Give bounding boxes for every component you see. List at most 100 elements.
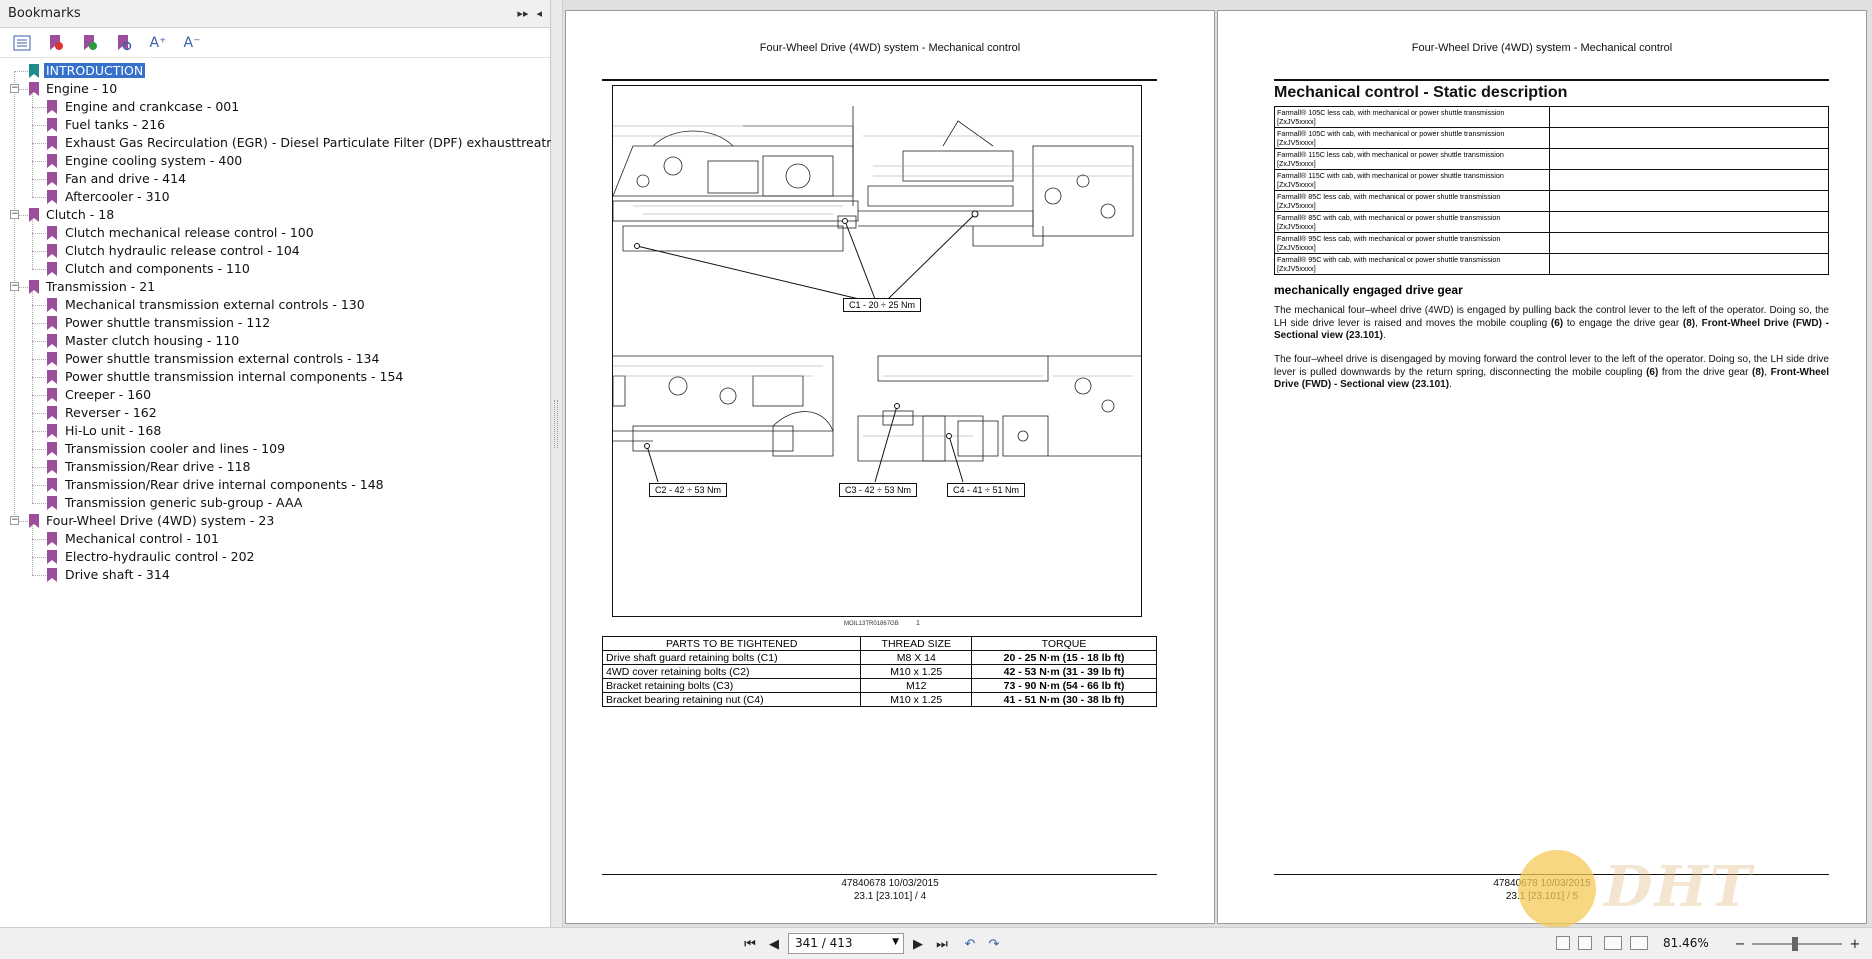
bookmark-item[interactable]: Reverser - 162 bbox=[0, 404, 550, 422]
bookmark-item[interactable]: Fuel tanks - 216 bbox=[0, 116, 550, 134]
subheading: mechanically engaged drive gear bbox=[1274, 283, 1463, 297]
bookmark-item[interactable]: Hi-Lo unit - 168 bbox=[0, 422, 550, 440]
bookmark-item[interactable]: Fan and drive - 414 bbox=[0, 170, 550, 188]
zoom-level[interactable]: 81.46% bbox=[1663, 936, 1709, 950]
bookmark-label: Clutch mechanical release control - 100 bbox=[65, 225, 314, 240]
bookmark-item[interactable]: Power shuttle transmission - 112 bbox=[0, 314, 550, 332]
model-name: Farmall® 105C less cab, with mechanical … bbox=[1277, 108, 1505, 117]
bookmark-item[interactable]: Engine cooling system - 400 bbox=[0, 152, 550, 170]
table-cell: 20 - 25 N·m (15 - 18 lb ft) bbox=[971, 650, 1157, 665]
previous-view-icon[interactable]: ↶ bbox=[964, 936, 976, 952]
page-4: Four-Wheel Drive (4WD) system - Mechanic… bbox=[565, 10, 1215, 924]
model-name: Farmall® 105C with cab, with mechanical … bbox=[1277, 129, 1505, 138]
tree-connector bbox=[32, 179, 46, 180]
bookmark-group[interactable]: −Four-Wheel Drive (4WD) system - 23 bbox=[0, 512, 550, 530]
bookmark-item[interactable]: Electro-hydraulic control - 202 bbox=[0, 548, 550, 566]
bookmark-item[interactable]: Exhaust Gas Recirculation (EGR) - Diesel… bbox=[0, 134, 615, 152]
bookmark-group[interactable]: −Clutch - 18 bbox=[0, 206, 550, 224]
model-code: [ZxJV5xxxx] bbox=[1277, 117, 1316, 126]
bookmark-find-icon[interactable] bbox=[112, 32, 136, 54]
table-row: Farmall® 95C with cab, with mechanical o… bbox=[1274, 253, 1829, 275]
footer-page-number: 23.1 [23.101] / 5 bbox=[1505, 891, 1579, 902]
tree-connector bbox=[32, 161, 46, 162]
chevron-down-icon[interactable]: ▼ bbox=[892, 937, 899, 947]
table-cell: 41 - 51 N·m (30 - 38 lb ft) bbox=[971, 692, 1157, 707]
bookmark-icon bbox=[47, 154, 57, 168]
paragraph-disengage: The four–wheel drive is disengaged by mo… bbox=[1274, 354, 1829, 392]
bookmark-item[interactable]: Clutch mechanical release control - 100 bbox=[0, 224, 550, 242]
bookmark-add-icon[interactable] bbox=[78, 32, 102, 54]
bookmark-item[interactable]: Mechanical control - 101 bbox=[0, 530, 550, 548]
model-code: [ZxJV5xxxx] bbox=[1277, 222, 1316, 231]
bookmark-group[interactable]: −Engine - 10 bbox=[0, 80, 550, 98]
bookmark-item[interactable]: Clutch hydraulic release control - 104 bbox=[0, 242, 550, 260]
bookmark-options-icon[interactable] bbox=[10, 32, 34, 54]
paragraph-engage: The mechanical four–wheel drive (4WD) is… bbox=[1274, 305, 1829, 343]
bookmark-item[interactable]: Transmission/Rear drive internal compone… bbox=[0, 476, 550, 494]
bookmarks-header: Bookmarks ▸▸ ◂ bbox=[0, 0, 550, 28]
continuous-view-icon[interactable] bbox=[1578, 936, 1592, 950]
tree-connector bbox=[32, 485, 46, 486]
cross-reference-link[interactable]: Front-Wheel Drive (FWD) - Sectional view… bbox=[1274, 366, 1829, 391]
previous-page-icon[interactable]: ◀ bbox=[769, 936, 779, 952]
zoom-in-icon[interactable]: + bbox=[1849, 936, 1861, 952]
bookmark-item[interactable]: Creeper - 160 bbox=[0, 386, 550, 404]
decrease-font-icon[interactable]: A⁻ bbox=[183, 34, 201, 51]
column-header: PARTS TO BE TIGHTENED bbox=[601, 636, 862, 651]
cross-reference-link[interactable]: Front-Wheel Drive (FWD) - Sectional view… bbox=[1274, 317, 1830, 342]
model-name: Farmall® 115C with cab, with mechanical … bbox=[1277, 171, 1504, 180]
zoom-slider-handle[interactable] bbox=[1792, 937, 1798, 951]
table-row: Farmall® 105C less cab, with mechanical … bbox=[1274, 106, 1829, 128]
bookmark-remove-icon[interactable] bbox=[44, 32, 68, 54]
bookmark-item[interactable]: Engine and crankcase - 001 bbox=[0, 98, 550, 116]
bookmark-icon bbox=[47, 316, 57, 330]
bookmark-item[interactable]: Transmission/Rear drive - 118 bbox=[0, 458, 550, 476]
single-page-view-icon[interactable] bbox=[1556, 936, 1570, 950]
model-cell: Farmall® 115C less cab, with mechanical … bbox=[1274, 148, 1550, 170]
bookmark-item[interactable]: Power shuttle transmission internal comp… bbox=[0, 368, 550, 386]
collapse-toggle-icon[interactable]: − bbox=[10, 83, 19, 93]
next-page-icon[interactable]: ▶ bbox=[913, 936, 923, 952]
bookmark-item[interactable]: Mechanical transmission external control… bbox=[0, 296, 550, 314]
empty-cell bbox=[1549, 190, 1829, 212]
bookmark-label: Mechanical transmission external control… bbox=[65, 297, 365, 312]
expand-panel-icon[interactable]: ▸▸ bbox=[517, 7, 529, 20]
first-page-icon[interactable]: ⏮ bbox=[744, 936, 756, 952]
bookmark-item[interactable]: Power shuttle transmission external cont… bbox=[0, 350, 550, 368]
header-rule bbox=[602, 79, 1157, 81]
collapse-toggle-icon[interactable]: − bbox=[10, 209, 19, 219]
bookmark-item[interactable]: Aftercooler - 310 bbox=[0, 188, 550, 206]
tree-connector bbox=[32, 292, 33, 503]
two-page-view-icon[interactable] bbox=[1604, 936, 1622, 950]
tree-connector bbox=[32, 269, 46, 270]
panel-splitter[interactable] bbox=[551, 0, 563, 927]
paragraph-text: , bbox=[1695, 317, 1702, 329]
tree-connector bbox=[32, 251, 46, 252]
table-cell: 4WD cover retaining bolts (C2) bbox=[601, 664, 862, 679]
splitter-grip[interactable] bbox=[554, 400, 558, 448]
bookmark-group[interactable]: −Transmission - 21 bbox=[0, 278, 550, 296]
table-cell: 73 - 90 N·m (54 - 66 lb ft) bbox=[971, 678, 1157, 693]
bookmark-group[interactable]: INTRODUCTION bbox=[0, 62, 550, 80]
table-row: Drive shaft guard retaining bolts (C1) M… bbox=[601, 650, 1157, 665]
last-page-icon[interactable]: ⏭ bbox=[936, 936, 948, 952]
page-number-input[interactable]: 341 / 413 ▼ bbox=[788, 933, 904, 954]
collapse-toggle-icon[interactable]: − bbox=[10, 281, 19, 291]
two-page-continuous-icon[interactable] bbox=[1630, 936, 1648, 950]
bookmark-item[interactable]: Master clutch housing - 110 bbox=[0, 332, 550, 350]
model-cell: Farmall® 85C with cab, with mechanical o… bbox=[1274, 211, 1550, 233]
bookmark-icon bbox=[29, 280, 39, 294]
zoom-out-icon[interactable]: − bbox=[1734, 936, 1746, 952]
collapse-toggle-icon[interactable]: − bbox=[10, 515, 19, 525]
bookmark-item[interactable]: Drive shaft - 314 bbox=[0, 566, 550, 584]
section-title: Mechanical control - Static description bbox=[1274, 84, 1568, 101]
document-view[interactable]: Four-Wheel Drive (4WD) system - Mechanic… bbox=[563, 0, 1872, 948]
column-header: THREAD SIZE bbox=[860, 636, 973, 651]
table-row: Bracket retaining bolts (C3) M12 73 - 90… bbox=[601, 678, 1157, 693]
next-view-icon[interactable]: ↷ bbox=[988, 936, 1000, 952]
bookmark-item[interactable]: Clutch and components - 110 bbox=[0, 260, 550, 278]
increase-font-icon[interactable]: A⁺ bbox=[149, 34, 167, 51]
bookmark-item[interactable]: Transmission cooler and lines - 109 bbox=[0, 440, 550, 458]
bookmark-item[interactable]: Transmission generic sub-group - AAA bbox=[0, 494, 550, 512]
collapse-panel-icon[interactable]: ◂ bbox=[536, 7, 542, 20]
